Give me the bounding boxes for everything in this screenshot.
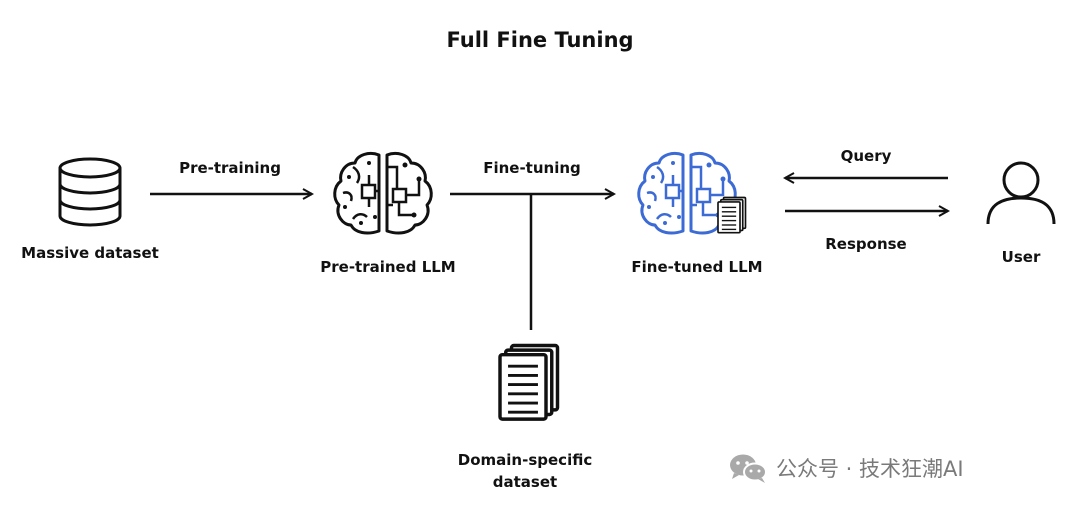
finetuned-llm-label: Fine-tuned LLM [631, 258, 763, 276]
pretrained-llm-label: Pre-trained LLM [320, 258, 456, 276]
user-icon [986, 161, 1056, 225]
query-label: Query [840, 147, 892, 165]
diagram-title: Full Fine Tuning [446, 28, 634, 52]
brain-icon [333, 151, 433, 235]
domain-dataset-label: Domain-specific dataset [458, 449, 592, 493]
response-label: Response [825, 235, 907, 253]
finetuning-label: Fine-tuning [483, 159, 581, 177]
domain-dataset-label-line2: dataset [492, 473, 558, 491]
watermark-text: 公众号 · 技术狂潮AI [776, 457, 964, 481]
wechat-icon [730, 454, 767, 483]
document-stack-icon [498, 343, 560, 421]
user-label: User [1001, 248, 1041, 266]
pretraining-label: Pre-training [179, 159, 281, 177]
domain-dataset-label-line1: Domain-specific [457, 451, 593, 469]
database-icon [58, 157, 122, 227]
watermark: 公众号 · 技术狂潮AI [728, 450, 964, 486]
document-stack-icon-small [717, 196, 747, 234]
massive-dataset-label: Massive dataset [21, 244, 159, 262]
